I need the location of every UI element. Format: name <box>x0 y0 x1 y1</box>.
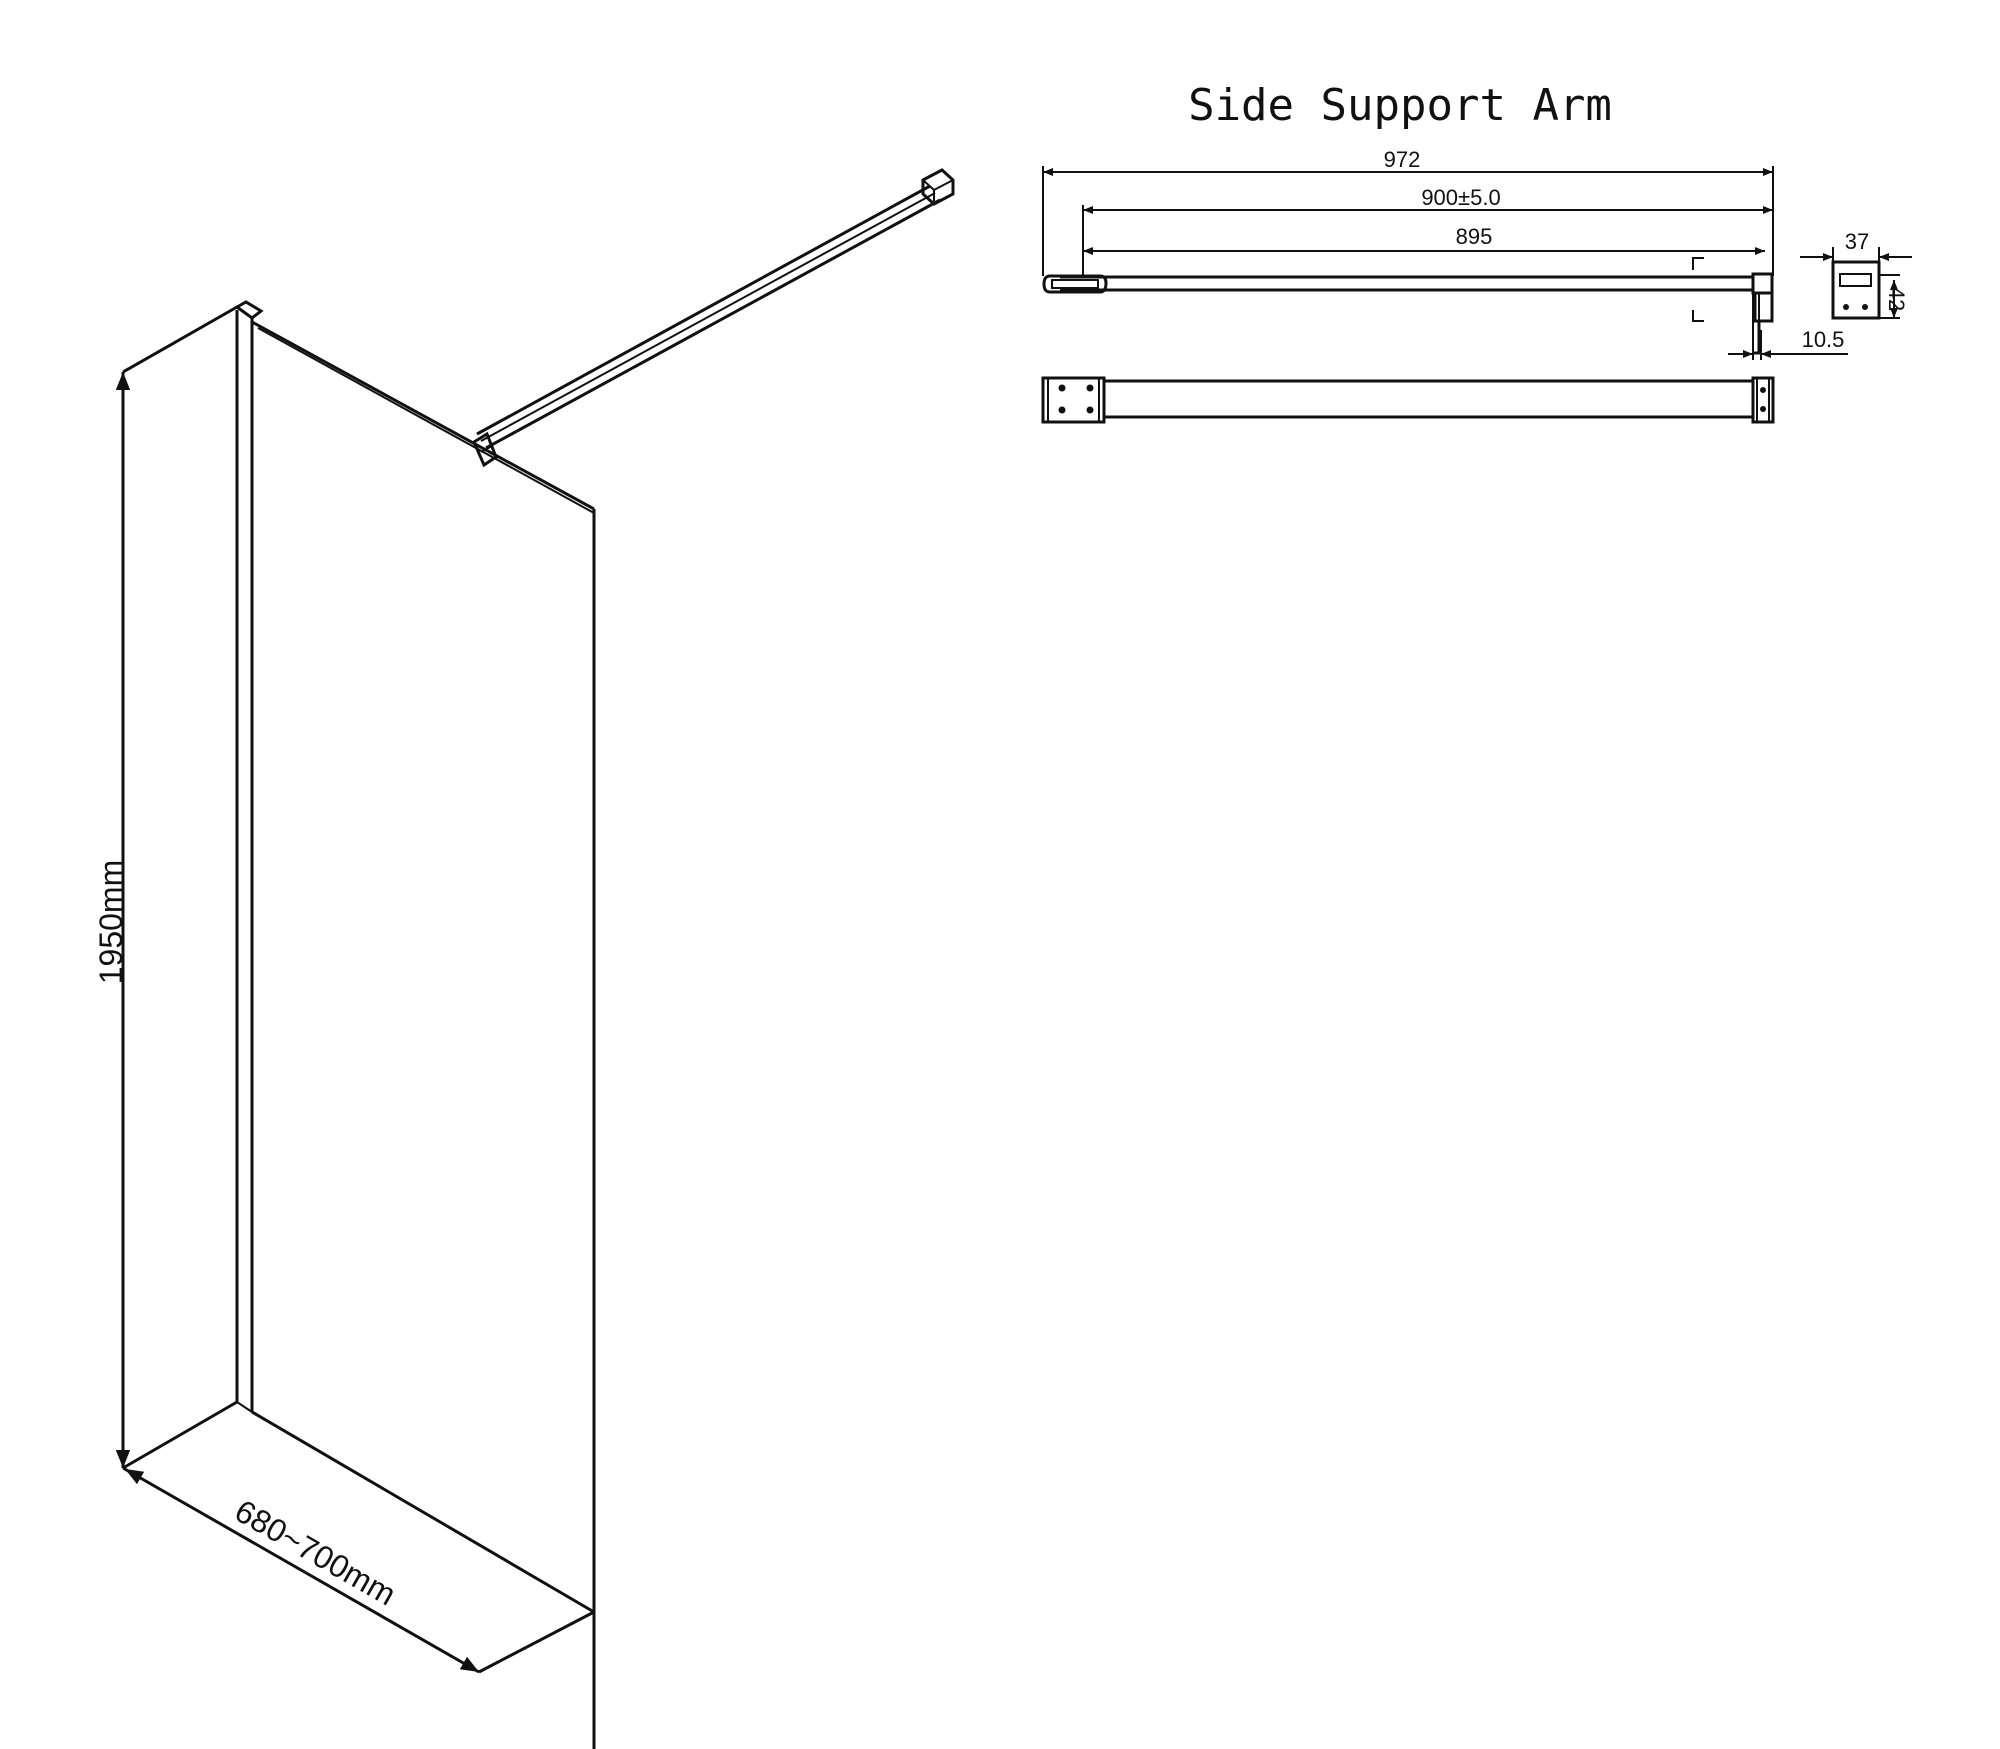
arm-top-view <box>1041 376 1775 424</box>
width-label: 680~700mm <box>229 1492 402 1612</box>
support-arm-isometric <box>472 168 955 468</box>
glass-panel-isometric <box>121 300 596 1749</box>
bar-length-label: 895 <box>1456 224 1493 249</box>
height-dimension: 1950mm <box>93 372 131 1468</box>
drawing-title: Side Support Arm <box>1188 80 1612 131</box>
arm-end-view: 37 42 <box>1800 229 1912 320</box>
arm-length-dimensions: 972 900±5.0 895 <box>1042 147 1774 276</box>
end-height-label: 42 <box>1884 287 1909 311</box>
overall-length-label: 972 <box>1384 147 1421 172</box>
height-label: 1950mm <box>93 860 129 985</box>
adjustable-length-label: 900±5.0 <box>1421 185 1500 210</box>
wall-bracket <box>921 168 955 206</box>
end-width-label: 37 <box>1845 229 1869 254</box>
glass-clamp <box>472 431 498 468</box>
arm-side-view: 10.5 <box>1042 257 1848 360</box>
clamp-gap-label: 10.5 <box>1802 327 1845 352</box>
width-dimension: 680~700mm <box>124 1468 480 1673</box>
